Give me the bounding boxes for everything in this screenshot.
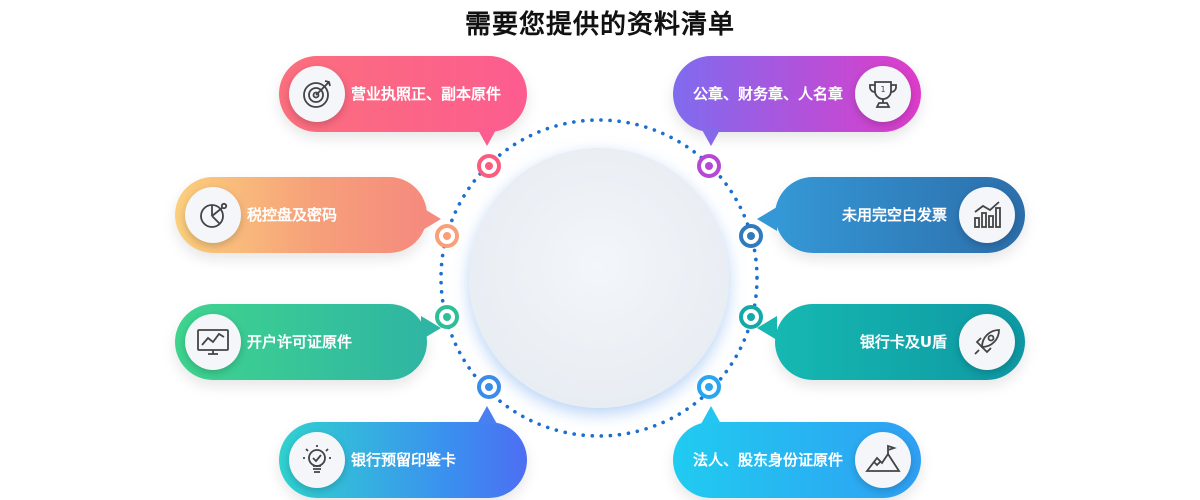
connector-node bbox=[477, 375, 501, 399]
mountain-flag-icon bbox=[855, 432, 911, 488]
item-card-blank-invoices: 未用完空白发票 bbox=[757, 177, 1025, 253]
target-icon bbox=[289, 66, 345, 122]
page-title: 需要您提供的资料清单 bbox=[464, 10, 735, 40]
svg-text:1: 1 bbox=[881, 85, 886, 94]
card-pointer bbox=[701, 406, 721, 424]
rocket-icon bbox=[959, 314, 1015, 370]
item-label: 营业执照正、副本原件 bbox=[351, 85, 502, 103]
trophy-icon: 1 bbox=[855, 66, 911, 122]
item-card-account-permit: 开户许可证原件 bbox=[175, 304, 441, 380]
item-card-bank-card: 银行卡及U盾 bbox=[757, 304, 1025, 380]
dotted-ring bbox=[439, 118, 759, 438]
connector-node bbox=[477, 154, 501, 178]
card-pointer bbox=[757, 207, 777, 231]
connector-node bbox=[435, 224, 459, 248]
item-card-business-license: 营业执照正、副本原件 bbox=[279, 56, 527, 146]
item-label: 公章、财务章、人名章 bbox=[692, 85, 843, 103]
card-pointer bbox=[477, 128, 497, 146]
pie-chart-icon bbox=[185, 187, 241, 243]
item-label: 银行预留印鉴卡 bbox=[351, 451, 457, 469]
lightbulb-icon bbox=[289, 432, 345, 488]
bar-chart-icon bbox=[959, 187, 1015, 243]
item-card-tax-disk: 税控盘及密码 bbox=[175, 177, 441, 253]
monitor-chart-icon bbox=[185, 314, 241, 370]
item-card-seals: 1 公章、财务章、人名章 bbox=[673, 56, 921, 146]
card-pointer bbox=[757, 316, 777, 340]
connector-node bbox=[697, 375, 721, 399]
item-label: 未用完空白发票 bbox=[841, 206, 947, 224]
connector-node bbox=[739, 224, 763, 248]
item-card-id-cards: 法人、股东身份证原件 bbox=[673, 406, 921, 498]
item-label: 税控盘及密码 bbox=[247, 206, 338, 224]
card-pointer bbox=[701, 128, 721, 146]
connector-node bbox=[697, 154, 721, 178]
card-pointer bbox=[421, 316, 441, 340]
item-label: 法人、股东身份证原件 bbox=[692, 451, 843, 469]
item-label: 银行卡及U盾 bbox=[859, 333, 947, 351]
item-label: 开户许可证原件 bbox=[247, 333, 353, 351]
center-circle bbox=[469, 148, 729, 408]
card-pointer bbox=[421, 207, 441, 231]
item-card-seal-card: 银行预留印鉴卡 bbox=[279, 406, 527, 498]
card-pointer bbox=[477, 406, 497, 424]
